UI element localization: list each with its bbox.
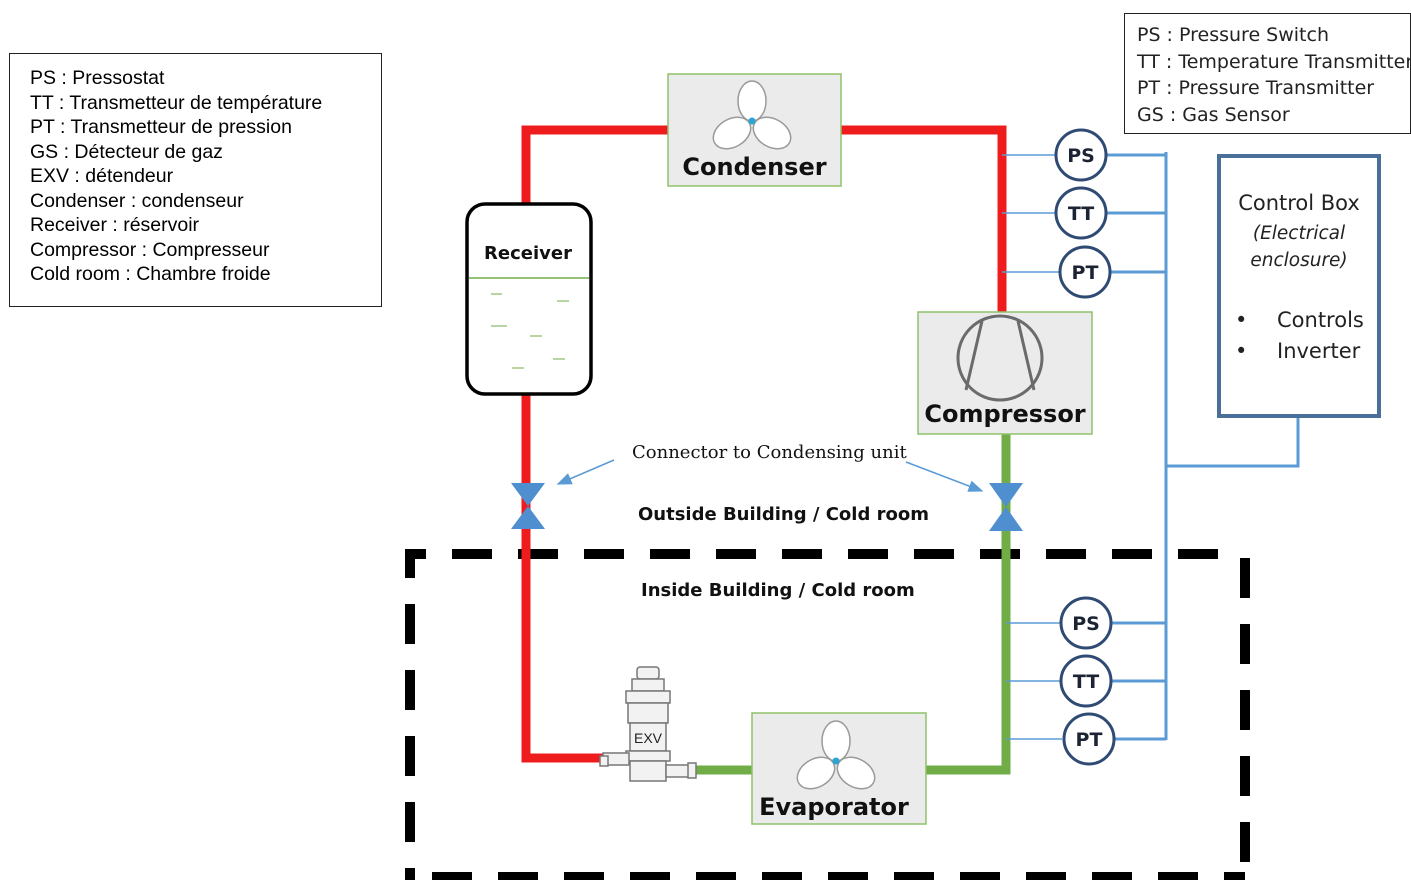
inside-region-label: Inside Building / Cold room bbox=[641, 580, 915, 601]
legend-fr-line: Receiver : réservoir bbox=[30, 214, 200, 236]
svg-text:PT: PT bbox=[1076, 729, 1103, 751]
connector-arrows bbox=[556, 459, 984, 492]
condenser-unit bbox=[667, 73, 842, 187]
evaporator-label: Evaporator bbox=[759, 793, 909, 821]
sensor-tt-upper: TT bbox=[1054, 186, 1108, 240]
control-box-item-inverter: • Inverter bbox=[1235, 339, 1360, 363]
control-box-item-controls: • Controls bbox=[1235, 308, 1364, 332]
svg-text:TT: TT bbox=[1068, 203, 1094, 225]
compressor-label: Compressor bbox=[924, 400, 1086, 428]
legend-fr-line: Compressor : Compresseur bbox=[30, 238, 270, 261]
evaporator-fan-icon bbox=[796, 720, 876, 790]
control-box-subtitle-line2: enclosure) bbox=[1250, 250, 1348, 271]
legend-en-line: PS : Pressure Switch bbox=[1137, 24, 1329, 46]
control-box-item-label: Inverter bbox=[1277, 339, 1361, 363]
connector-label: Connector to Condensing unit bbox=[632, 442, 907, 463]
sensor-ps-upper: PS bbox=[1054, 128, 1108, 182]
compressor-icon bbox=[956, 314, 1044, 402]
legend-english: PS : Pressure Switch TT : Temperature Tr… bbox=[1124, 13, 1411, 134]
control-box-title: Control Box bbox=[1238, 191, 1360, 215]
legend-fr-line: PT : Transmetteur de pression bbox=[30, 116, 292, 138]
valve-suction-line bbox=[989, 483, 1023, 531]
low-pressure-pipe bbox=[694, 434, 1011, 775]
cold-room-boundary bbox=[405, 549, 1250, 880]
legend-en-line: PT : Pressure Transmitter bbox=[1137, 77, 1375, 99]
control-box-subtitle: (Electrical enclosure) bbox=[1221, 220, 1377, 274]
receiver-tank bbox=[465, 202, 593, 396]
svg-text:PS: PS bbox=[1067, 145, 1095, 167]
receiver-liquid-marks bbox=[491, 293, 569, 369]
signal-wiring bbox=[1002, 152, 1300, 741]
legend-fr-line: Condenser : condenseur bbox=[30, 189, 244, 212]
svg-text:PS: PS bbox=[1072, 613, 1100, 635]
bullet: • bbox=[1235, 308, 1248, 332]
legend-fr-line: EXV : détendeur bbox=[30, 165, 174, 187]
compressor-unit bbox=[917, 311, 1093, 435]
evaporator-unit bbox=[751, 712, 927, 825]
control-box-subtitle-line1: (Electrical bbox=[1252, 223, 1346, 244]
bullet: • bbox=[1235, 339, 1248, 363]
legend-fr-line: Cold room : Chambre froide bbox=[30, 263, 271, 285]
control-box-item-label: Controls bbox=[1277, 308, 1364, 332]
sensor-ps-lower: PS bbox=[1059, 596, 1113, 650]
receiver-label: Receiver bbox=[484, 243, 572, 264]
legend-en-line: GS : Gas Sensor bbox=[1137, 103, 1290, 126]
exv-label: EXV bbox=[634, 730, 663, 746]
sensor-pt-lower: PT bbox=[1062, 712, 1116, 766]
legend-en-line: TT : Temperature Transmitter bbox=[1137, 50, 1411, 73]
legend-fr-line: GS : Détecteur de gaz bbox=[30, 140, 223, 163]
control-box: Control Box (Electrical enclosure) • Cont… bbox=[1217, 154, 1381, 418]
condenser-fan-icon bbox=[712, 80, 792, 150]
svg-text:TT: TT bbox=[1073, 671, 1099, 693]
legend-fr-line: PS : Pressostat bbox=[30, 67, 165, 89]
legend-french: PS : Pressostat TT : Transmetteur de tem… bbox=[9, 53, 382, 307]
legend-fr-line: TT : Transmetteur de température bbox=[30, 91, 323, 114]
svg-text:PT: PT bbox=[1072, 262, 1099, 284]
valve-liquid-line bbox=[511, 483, 545, 529]
sensor-pt-upper: PT bbox=[1058, 245, 1112, 299]
condenser-label: Condenser bbox=[682, 153, 827, 181]
exv-valve bbox=[599, 666, 697, 782]
sensor-tt-lower: TT bbox=[1059, 654, 1113, 708]
outside-region-label: Outside Building / Cold room bbox=[638, 504, 929, 525]
